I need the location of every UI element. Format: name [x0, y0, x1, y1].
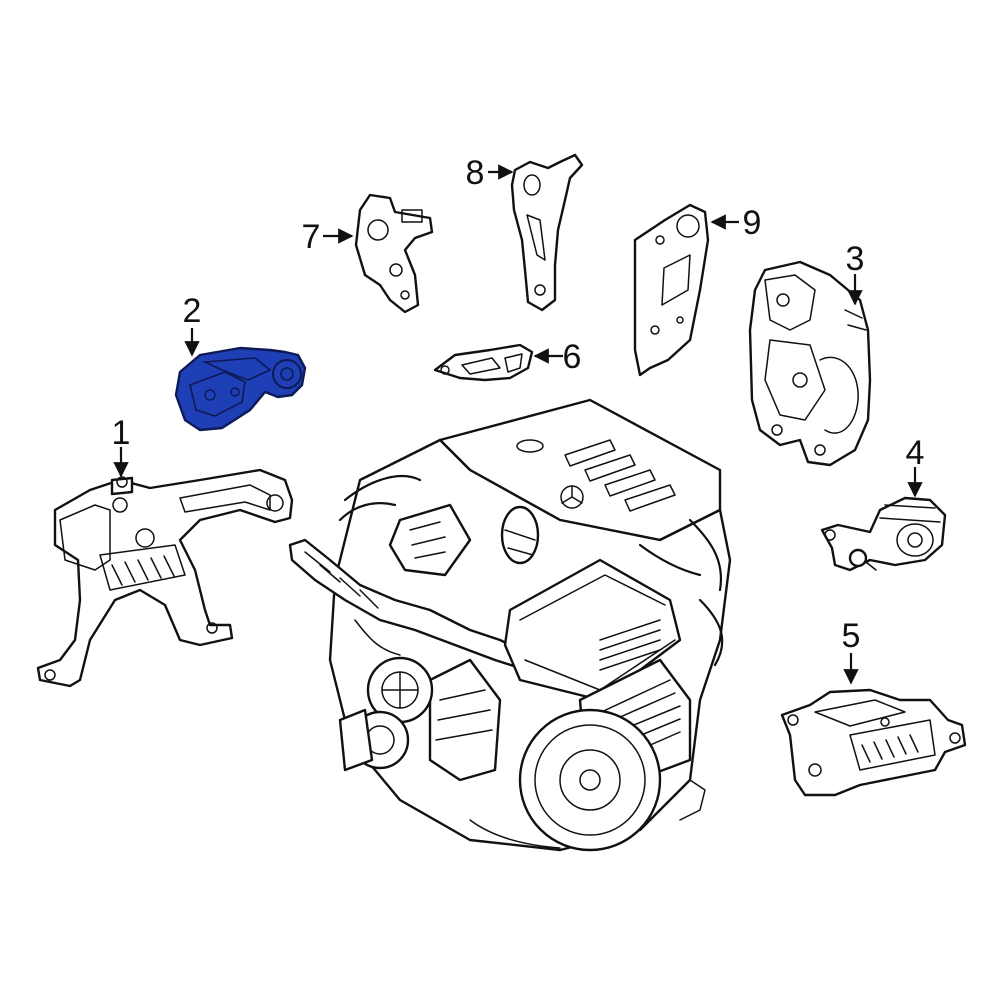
- part-5-transmission-mount[interactable]: [780, 688, 967, 797]
- callout-7: 7: [302, 218, 321, 256]
- callout-1: 1: [112, 414, 131, 452]
- callout-6: 6: [563, 338, 582, 376]
- callout-labels: 1 2 3 4 5 6 7 8 9: [112, 154, 925, 655]
- callout-4: 4: [906, 434, 925, 472]
- part-9-bracket[interactable]: [633, 203, 710, 377]
- callout-8: 8: [466, 154, 485, 192]
- part-1-engine-mount-bracket[interactable]: [36, 468, 294, 688]
- part-8-bracket[interactable]: [510, 153, 584, 312]
- engine-assembly: [288, 398, 732, 852]
- part-7-bracket[interactable]: [354, 193, 434, 314]
- part-4-engine-mount-upper[interactable]: [820, 496, 947, 572]
- part-6-small-bracket[interactable]: [433, 343, 534, 382]
- callout-5: 5: [842, 617, 861, 655]
- part-2-torque-strut-mount-highlighted[interactable]: [174, 346, 307, 432]
- part-3-engine-support-bracket[interactable]: [748, 260, 872, 467]
- callout-2: 2: [183, 292, 202, 330]
- callout-leaders: [113, 164, 923, 685]
- callout-3: 3: [846, 240, 865, 278]
- callout-9: 9: [743, 204, 762, 242]
